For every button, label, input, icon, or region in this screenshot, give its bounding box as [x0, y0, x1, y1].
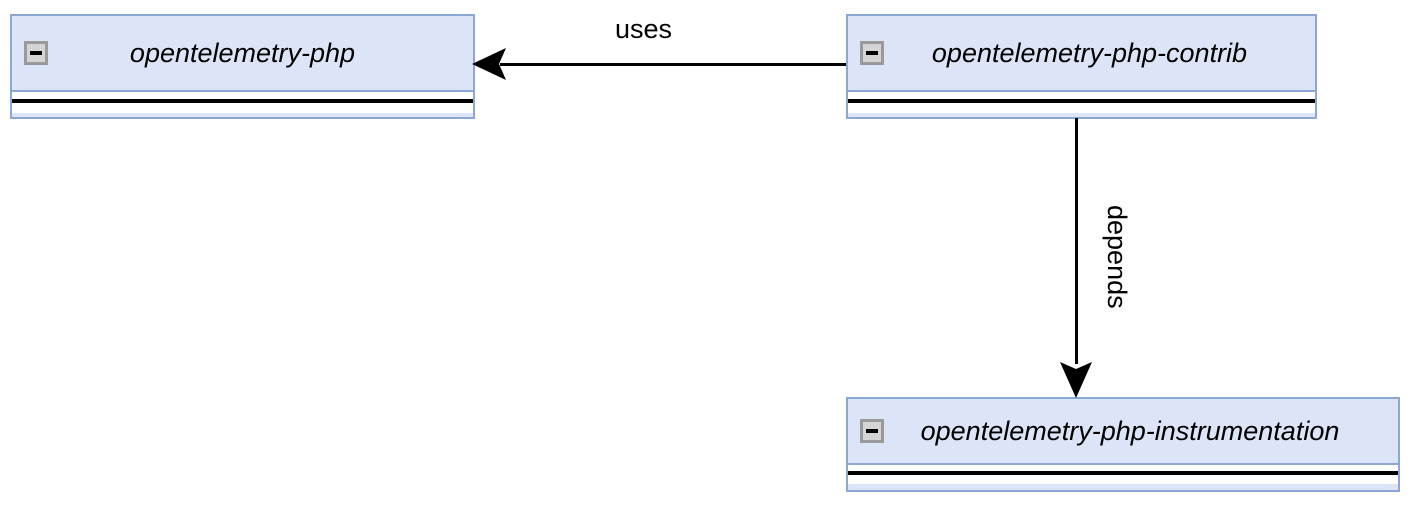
node-compartment-lower	[848, 103, 1315, 113]
uses-arrowhead-icon	[472, 48, 506, 80]
node-body: opentelemetry-php-instrumentation	[848, 399, 1398, 465]
node-compartment-upper	[12, 92, 473, 99]
node-label: opentelemetry-php-contrib	[931, 37, 1248, 68]
node-compartment-upper	[848, 92, 1315, 99]
minus-collapse-icon[interactable]	[860, 41, 884, 65]
node-opentelemetry-php[interactable]: opentelemetry-php	[10, 14, 475, 119]
uses-edge-line	[500, 63, 846, 66]
depends-edge-label: depends	[1102, 205, 1132, 309]
node-divider-rule	[848, 99, 1315, 103]
node-compartment-lower	[12, 103, 473, 113]
node-divider-rule	[848, 471, 1398, 475]
node-opentelemetry-php-instrumentation[interactable]: opentelemetry-php-instrumentation	[846, 397, 1400, 492]
node-compartment-upper	[848, 465, 1398, 471]
node-compartment-lower	[848, 475, 1398, 484]
minus-collapse-icon[interactable]	[860, 419, 884, 443]
node-divider-rule	[12, 99, 473, 103]
node-label: opentelemetry-php	[129, 37, 356, 68]
depends-edge-line	[1075, 118, 1078, 364]
node-body: opentelemetry-php	[12, 16, 473, 92]
node-body: opentelemetry-php-contrib	[848, 16, 1315, 92]
depends-arrowhead-icon	[1060, 362, 1092, 398]
uses-edge-label: uses	[615, 14, 673, 44]
node-label: opentelemetry-php-instrumentation	[920, 415, 1340, 446]
node-opentelemetry-php-contrib[interactable]: opentelemetry-php-contrib	[846, 14, 1317, 119]
minus-collapse-icon[interactable]	[24, 41, 48, 65]
